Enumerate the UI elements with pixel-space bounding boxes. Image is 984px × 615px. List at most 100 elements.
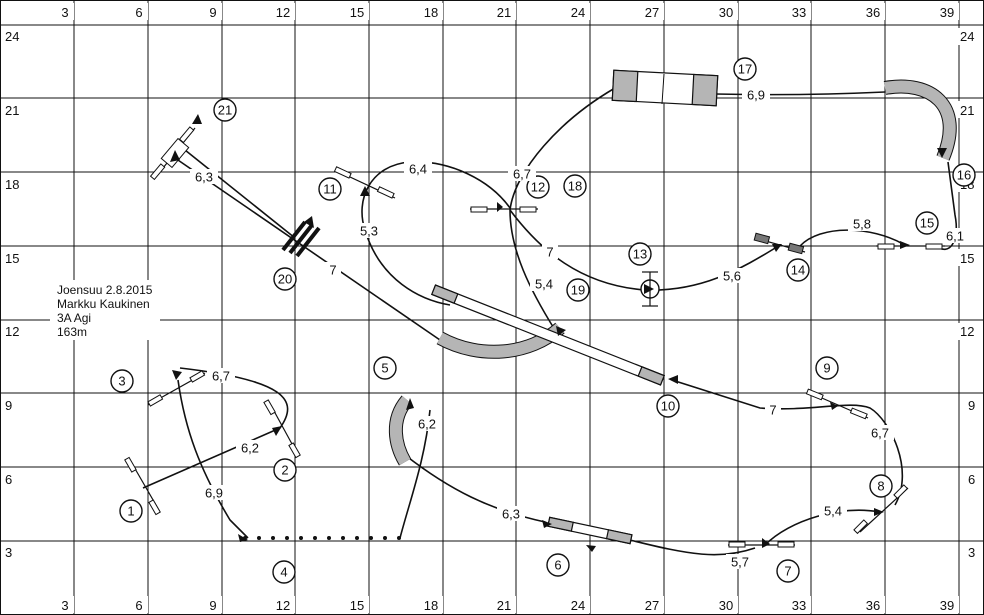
- axis-left-label: 6: [5, 472, 12, 487]
- svg-text:6,4: 6,4: [409, 162, 427, 177]
- svg-text:14: 14: [791, 263, 805, 278]
- obstacle-number: 1: [119, 499, 143, 523]
- obstacle-number: 5: [373, 356, 397, 380]
- svg-text:8: 8: [877, 479, 884, 494]
- jump-obstacle-9: [805, 388, 869, 420]
- axis-left-label: 21: [5, 103, 19, 118]
- svg-text:2: 2: [281, 463, 288, 478]
- svg-text:6,7: 6,7: [871, 426, 889, 441]
- svg-text:6,3: 6,3: [195, 170, 213, 185]
- axis-bottom-label: 9: [209, 598, 216, 613]
- axis-top-label: 21: [497, 5, 511, 20]
- obstacle-number: 20: [273, 267, 297, 291]
- axis-left-label: 9: [5, 398, 12, 413]
- svg-text:4: 4: [280, 565, 287, 580]
- svg-text:5,8: 5,8: [853, 217, 871, 232]
- distance-label: 5,7: [726, 554, 754, 570]
- axis-top-label: 9: [209, 5, 216, 20]
- distance-label: 6,9: [742, 87, 770, 103]
- seesaw-obstacle-6: [547, 516, 633, 545]
- axis-right-label: 12: [960, 324, 974, 339]
- grid-vertical: [73, 0, 960, 615]
- jump-obstacle-15: [876, 243, 945, 250]
- obstacle-number: 7: [776, 559, 800, 583]
- axis-bottom-label: 12: [276, 598, 290, 613]
- obstacle-number: 6: [546, 553, 570, 577]
- obstacle-number: 10: [656, 394, 680, 418]
- svg-text:3: 3: [118, 374, 125, 389]
- jump-obstacle-12: [470, 206, 538, 213]
- table-obstacle-13: [640, 271, 660, 307]
- jump-obstacle-1: [124, 456, 161, 516]
- obstacle-number: 14: [786, 258, 810, 282]
- axis-bottom-label: 30: [719, 598, 733, 613]
- svg-text:18: 18: [568, 179, 582, 194]
- distance-label: 6,7: [207, 368, 235, 384]
- svg-text:6,2: 6,2: [418, 417, 436, 432]
- axis-bottom-label: 15: [350, 598, 364, 613]
- svg-text:20: 20: [278, 272, 292, 287]
- obstacle-number: 13: [628, 242, 652, 266]
- axis-top-label: 33: [792, 5, 806, 20]
- axis-right-label: 15: [960, 251, 974, 266]
- axis-bottom-label: 33: [792, 598, 806, 613]
- svg-text:7: 7: [769, 403, 776, 418]
- svg-text:7: 7: [546, 245, 553, 260]
- distance-label: 5,3: [355, 223, 383, 239]
- distance-label: 7: [765, 402, 781, 418]
- svg-text:5,6: 5,6: [723, 269, 741, 284]
- distance-label: 5,4: [530, 276, 558, 292]
- axis-right-label: 3: [968, 545, 975, 560]
- svg-text:6,9: 6,9: [747, 88, 765, 103]
- course-info-line: Markku Kaukinen: [57, 297, 150, 311]
- svg-text:7: 7: [784, 564, 791, 579]
- svg-text:5,4: 5,4: [535, 277, 553, 292]
- distance-label: 6,7: [866, 425, 894, 441]
- axis-top-label: 27: [645, 5, 659, 20]
- obstacle-numbers: 1 2 3 4 5 6 7 8 9 10 11 12 13 14 15 16 1…: [110, 57, 976, 584]
- svg-text:6,1: 6,1: [946, 229, 964, 244]
- svg-text:1: 1: [127, 504, 134, 519]
- axis-right-label: 9: [968, 398, 975, 413]
- weave-poles-obstacle-4: [243, 536, 401, 540]
- axis-top-label: 15: [350, 5, 364, 20]
- svg-text:5: 5: [381, 361, 388, 376]
- dogwalk-obstacle-10: [431, 284, 665, 386]
- jump-obstacle-7: [728, 541, 795, 548]
- obstacle-number: 17: [733, 57, 757, 81]
- svg-text:15: 15: [920, 216, 934, 231]
- distance-label: 6,2: [413, 416, 441, 432]
- distance-label: 6,2: [236, 440, 264, 456]
- axis-right-label: 24: [960, 29, 974, 44]
- axis-top: 3 6 9 12 15 18 21 24 27 30 33 36 39: [61, 5, 954, 20]
- axis-top-label: 3: [61, 5, 68, 20]
- obstacle-number: 21: [213, 98, 237, 122]
- jump-obstacle-3: [147, 370, 206, 407]
- axis-bottom: 3 6 9 12 15 18 21 24 27 30 33 36 39: [61, 598, 954, 613]
- distance-label: 6,9: [200, 485, 228, 501]
- obstacle-number: 2: [273, 458, 297, 482]
- long-jump-obstacle-17: [611, 69, 719, 107]
- obstacle-number: 19: [566, 278, 590, 302]
- course-info-line: 3A Agi: [57, 311, 91, 325]
- svg-text:6,7: 6,7: [513, 167, 531, 182]
- distance-label: 7: [542, 244, 558, 260]
- axis-left: 24 21 18 15 12 9 6 3: [5, 29, 19, 560]
- axis-left-label: 18: [5, 177, 19, 192]
- distance-labels: 6,2 6,7 6,9 6,2 6,3 5,7 5,4 6,7 7 5,4 5,…: [190, 87, 969, 570]
- axis-left-label: 24: [5, 29, 19, 44]
- distance-label: 6,7: [508, 166, 536, 182]
- course-info-box: [50, 280, 160, 340]
- svg-text:6,7: 6,7: [212, 369, 230, 384]
- svg-text:17: 17: [738, 62, 752, 77]
- distance-label: 6,3: [190, 169, 218, 185]
- distance-label: 7: [325, 262, 341, 278]
- jump-obstacle-8: [853, 484, 909, 535]
- axis-top-label: 30: [719, 5, 733, 20]
- obstacle-number: 11: [318, 177, 342, 201]
- distance-label: 5,8: [848, 216, 876, 232]
- svg-text:6,2: 6,2: [241, 441, 259, 456]
- svg-text:11: 11: [323, 182, 337, 197]
- axis-top-label: 18: [424, 5, 438, 20]
